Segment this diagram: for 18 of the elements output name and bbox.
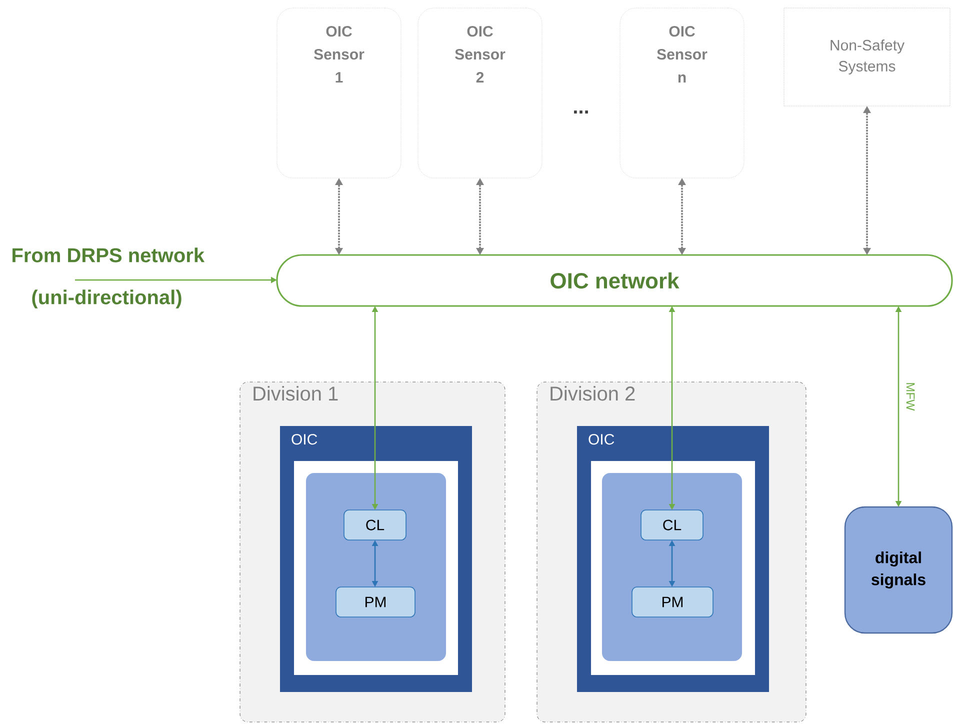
arrow xyxy=(678,178,686,255)
network-bar: OIC network xyxy=(276,254,953,307)
sensor-box: OIC Sensor 1 xyxy=(276,8,402,178)
module-box: CL xyxy=(344,510,406,540)
edge-label: MFW xyxy=(905,381,916,412)
system-box: Non-Safety Systems xyxy=(784,8,950,106)
source-label: (uni-directional) xyxy=(32,290,182,308)
arrow xyxy=(335,178,343,255)
module-box: PM xyxy=(632,586,714,618)
ellipsis: ... xyxy=(574,110,588,114)
sensor-box: OIC Sensor n xyxy=(620,8,744,178)
arrow xyxy=(476,178,484,255)
module-box: PM xyxy=(336,586,416,618)
arrow xyxy=(863,106,871,255)
signal-box: digital signals xyxy=(844,506,953,634)
module-box: CL xyxy=(640,510,704,540)
sensor-box: OIC Sensor 2 xyxy=(418,8,542,178)
source-label: From DRPS network xyxy=(12,248,205,262)
